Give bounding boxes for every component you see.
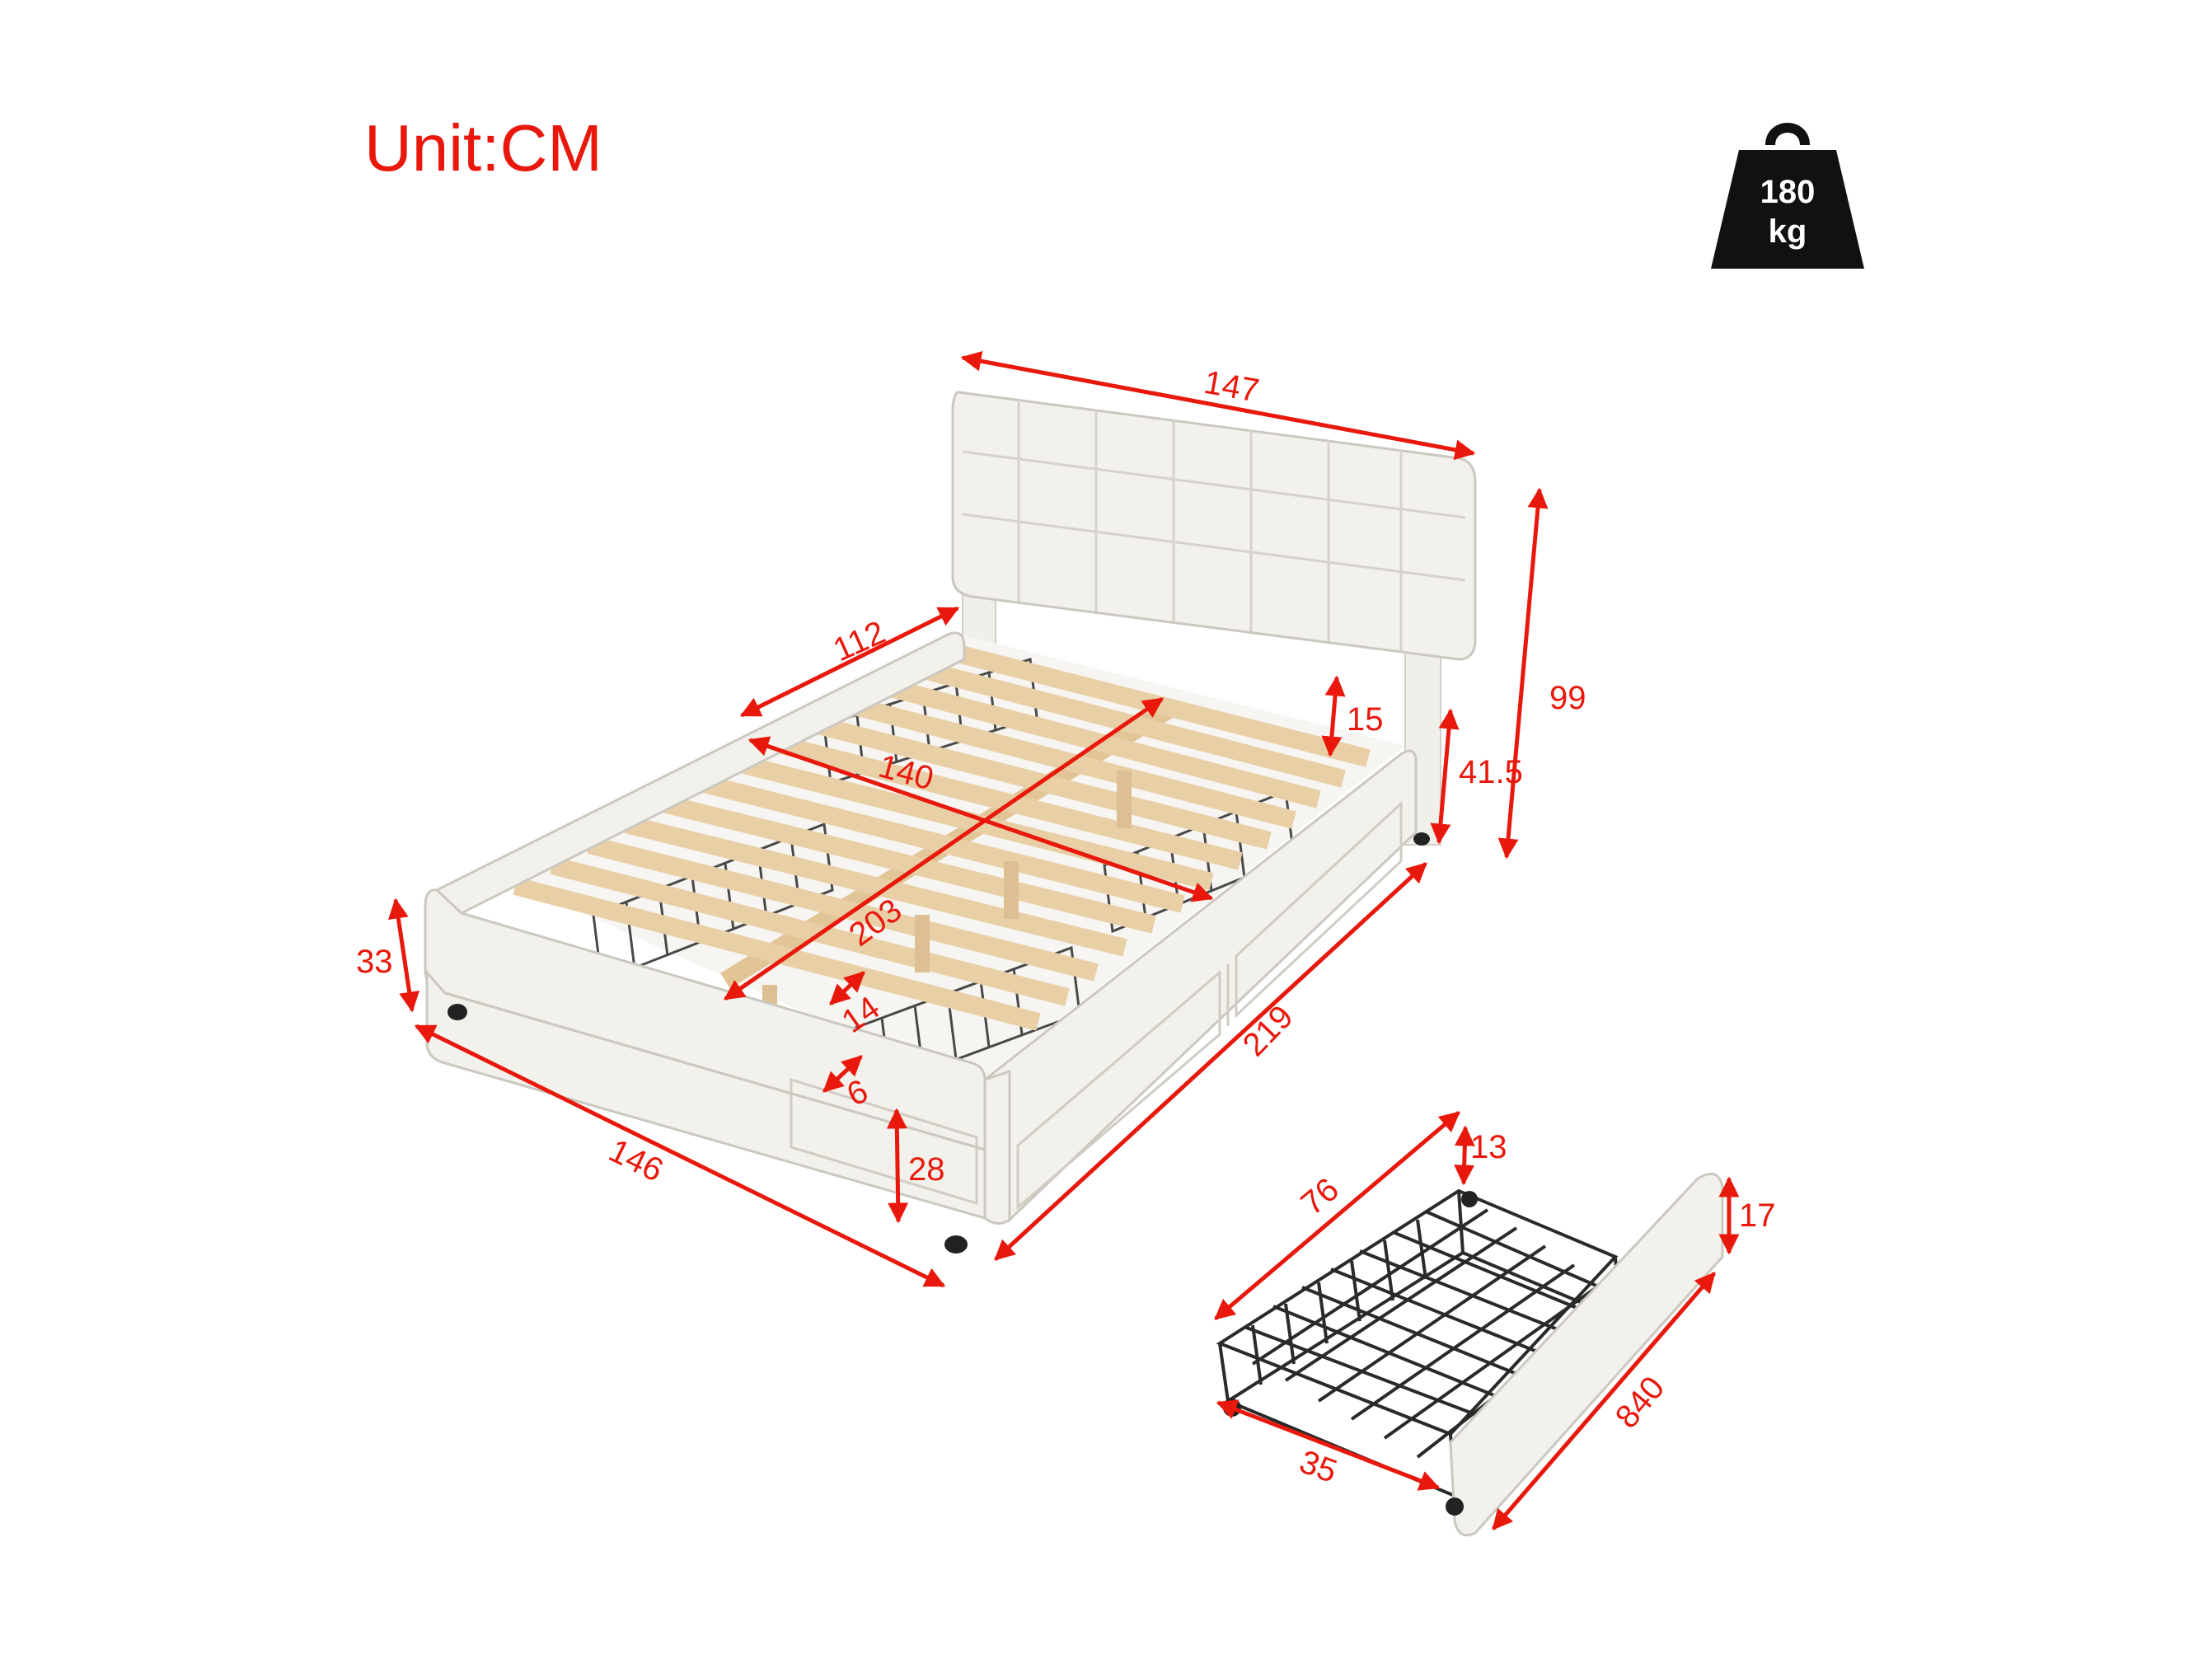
dim-line-147 [960, 350, 1476, 461]
weight-value: 180 [1760, 174, 1816, 210]
weight-unit: kg [1769, 213, 1807, 250]
dim-line-99 [1497, 487, 1549, 860]
dim-line-28 [886, 1108, 909, 1224]
dim-slat-length: 112 [828, 614, 891, 668]
dim-headboard-bottom-height: 41.5 [1459, 754, 1523, 790]
dim-line-33 [387, 897, 420, 1013]
dim-line-76 [1214, 1111, 1460, 1320]
bed-illustration [424, 391, 1477, 1254]
dim-line-112 [739, 606, 960, 718]
dim-drawer-front-height: 17 [1739, 1197, 1776, 1234]
dim-total-length: 219 [1236, 999, 1300, 1064]
dim-line-14 [829, 971, 865, 1005]
dim-total-height: 99 [1549, 680, 1586, 716]
dim-line-219 [994, 862, 1427, 1261]
weight-icon: 180 kg [1711, 123, 1864, 269]
dim-drawer-length: 840 [1609, 1370, 1672, 1435]
dim-line-840 [1492, 1272, 1716, 1530]
drawer-illustration [1216, 1172, 1724, 1537]
dim-drawer-wheel-clearance: 13 [1470, 1129, 1507, 1165]
dim-headboard-leg-gap: 15 [1347, 701, 1384, 738]
dim-footboard-height: 28 [908, 1151, 945, 1188]
dim-line-41-5 [1430, 708, 1460, 845]
dim-side-rail-height: 33 [356, 944, 393, 980]
dim-total-width: 146 [603, 1132, 668, 1189]
dim-line-203 [723, 696, 1165, 1001]
dim-line-15 [1321, 675, 1346, 757]
dim-line-35 [1216, 1399, 1441, 1491]
dim-line-13 [1454, 1125, 1475, 1186]
unit-label: Unit:CM [364, 111, 602, 185]
dim-drawer-width: 35 [1295, 1444, 1342, 1491]
dimension-lines [387, 350, 1740, 1530]
dim-line-146 [414, 1024, 946, 1288]
